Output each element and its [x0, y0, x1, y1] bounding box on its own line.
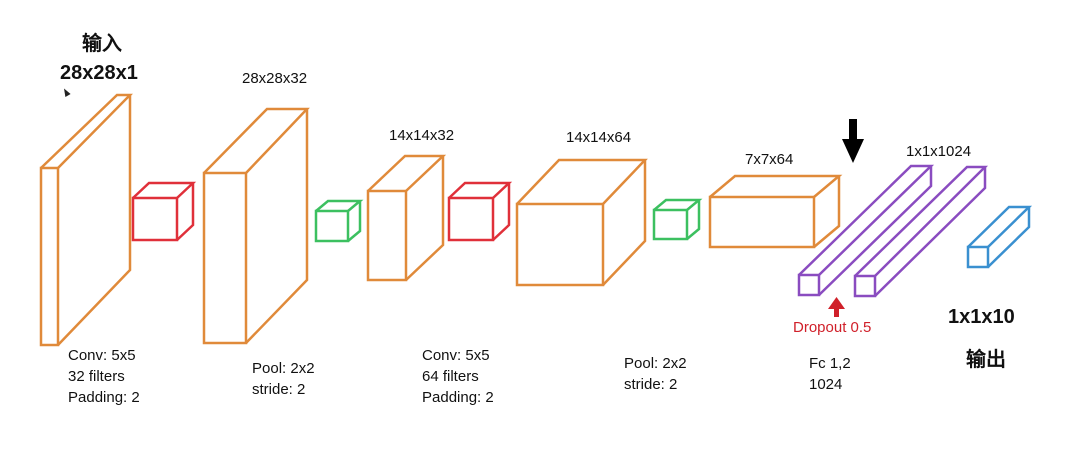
fc-layer-1 — [797, 164, 935, 297]
dropout-arrow-icon — [828, 297, 845, 317]
note-line: 32 filters — [68, 368, 125, 385]
note-line: Pool: 2x2 — [624, 355, 687, 372]
note-line: 1024 — [809, 376, 843, 393]
input-slab — [39, 93, 133, 347]
feature-map-28x28x32 — [202, 107, 310, 345]
feature-map-14x14x32 — [366, 154, 447, 282]
input-title: 输入 — [82, 33, 122, 55]
note-line: Fc 1,2 — [809, 355, 851, 372]
block-label-7x7x64: 7x7x64 — [745, 151, 794, 168]
down-arrow-icon — [842, 119, 864, 163]
note-pool-1: Pool: 2x2 stride: 2 — [252, 358, 315, 400]
feature-map-7x7x64 — [708, 174, 843, 249]
dropout-label: Dropout 0.5 — [793, 319, 872, 336]
pool-op-2 — [652, 198, 703, 241]
block-label-14x14x32: 14x14x32 — [389, 127, 455, 144]
note-line: Pool: 2x2 — [252, 360, 315, 377]
note-conv-1: Conv: 5x5 32 filters Padding: 2 — [68, 345, 140, 408]
note-line: 64 filters — [422, 368, 479, 385]
note-line: Padding: 2 — [68, 389, 140, 406]
block-label-14x14x64: 14x14x64 — [566, 129, 632, 146]
block-label-28x28x32: 28x28x32 — [242, 70, 308, 87]
note-line: stride: 2 — [624, 376, 678, 393]
pool-op-1 — [314, 199, 364, 243]
note-conv-2: Conv: 5x5 64 filters Padding: 2 — [422, 345, 494, 408]
note-fc: Fc 1,2 1024 — [809, 353, 851, 395]
note-line: Conv: 5x5 — [68, 347, 136, 364]
output-layer — [966, 205, 1033, 269]
feature-map-14x14x64 — [515, 158, 648, 287]
note-pool-2: Pool: 2x2 stride: 2 — [624, 353, 687, 395]
block-label-1x1x1024: 1x1x1024 — [906, 143, 972, 160]
note-line: Conv: 5x5 — [422, 347, 490, 364]
fc-layer-2 — [853, 165, 989, 298]
conv-op-1 — [131, 181, 197, 242]
note-line: Padding: 2 — [422, 389, 494, 406]
input-dim-label: 28x28x1 — [60, 62, 138, 84]
conv-op-2 — [447, 181, 513, 242]
output-title: 输出 — [966, 349, 1006, 371]
note-line: stride: 2 — [252, 381, 306, 398]
output-dim-label: 1x1x10 — [948, 306, 1015, 328]
